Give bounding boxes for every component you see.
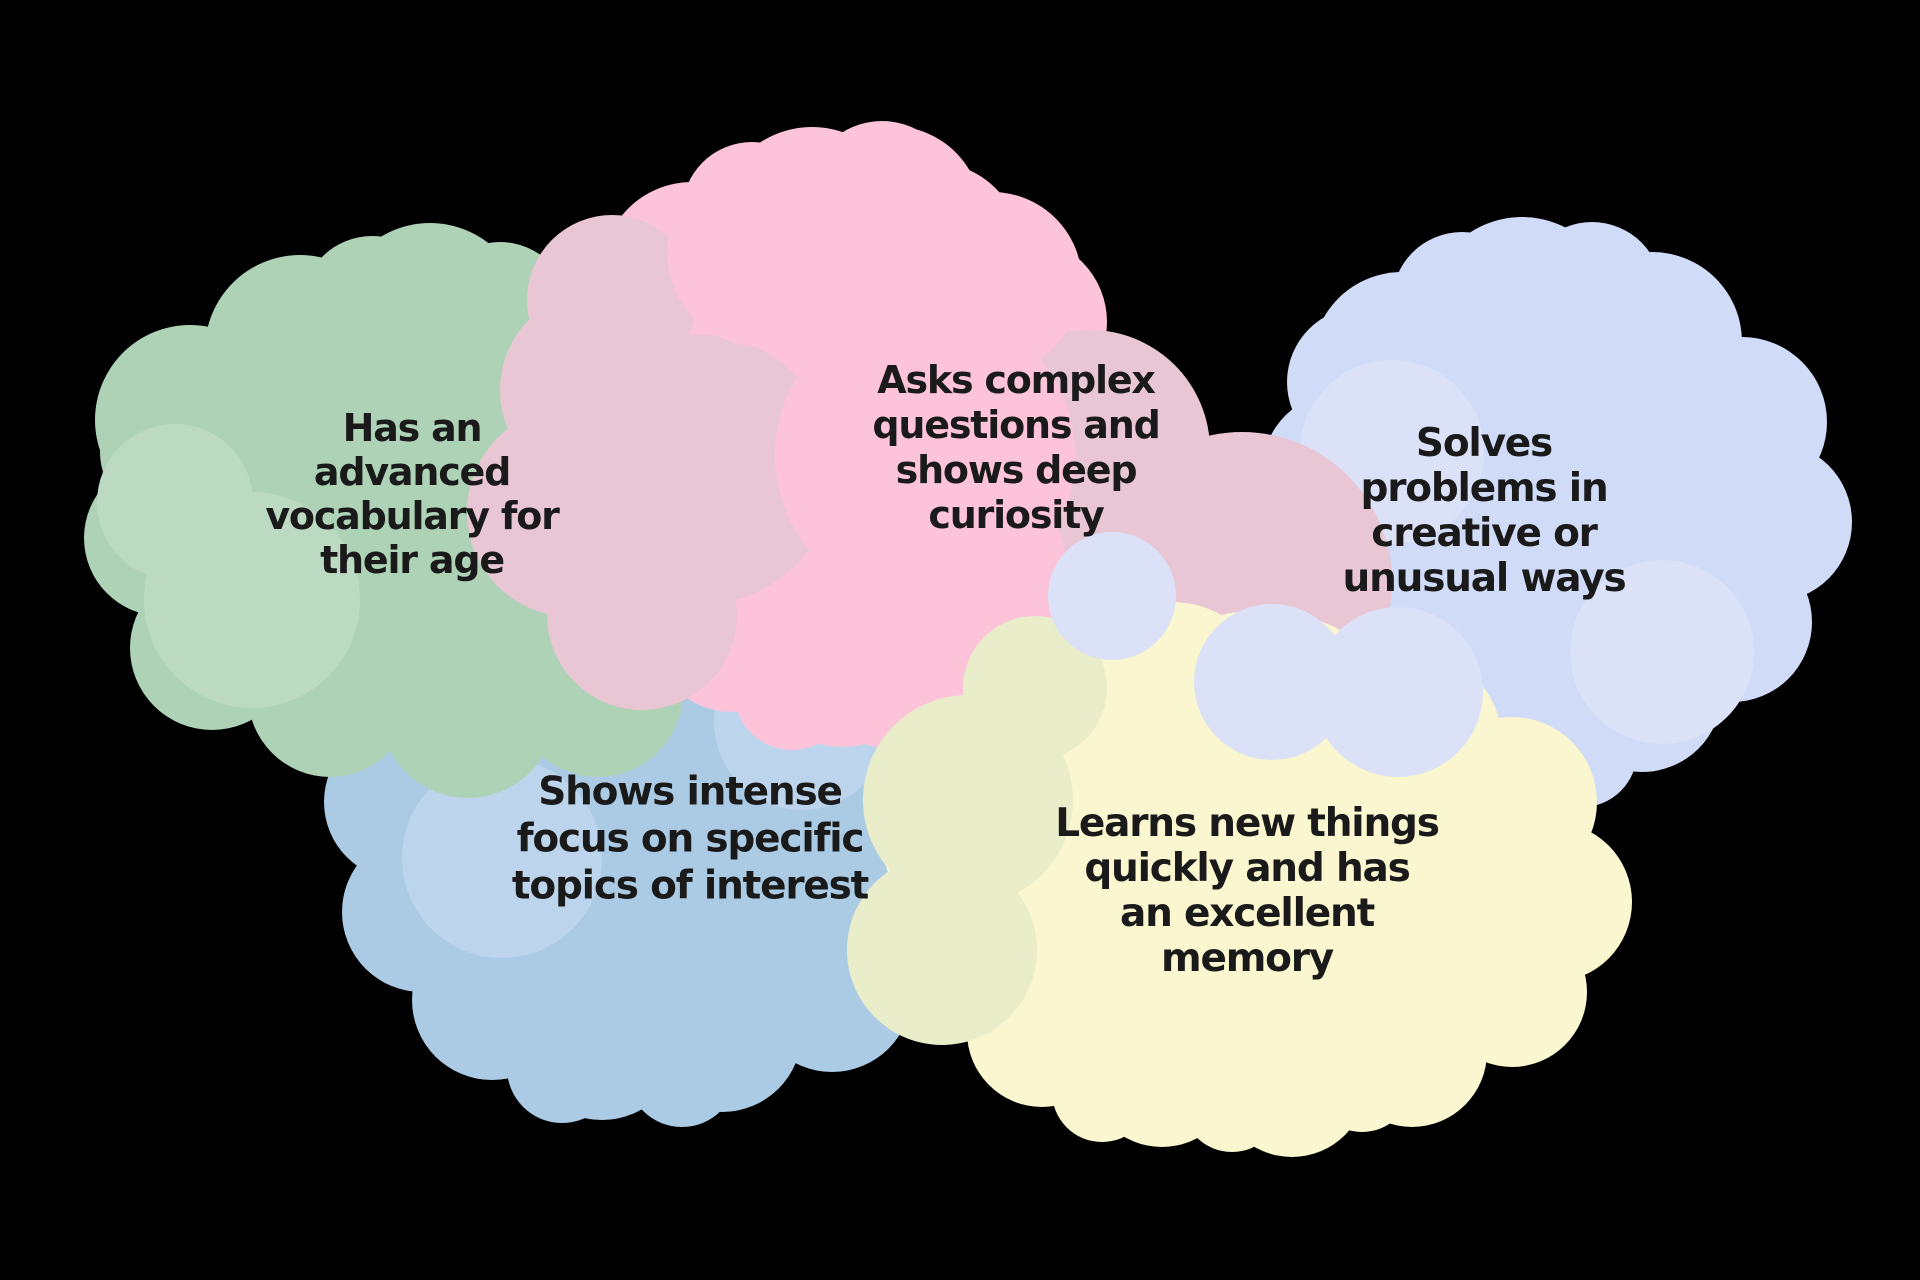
label-line: memory xyxy=(1161,936,1334,981)
label-line: creative or xyxy=(1371,511,1598,556)
pink-blob-label: Asks complex questions and shows deep cu… xyxy=(872,358,1160,538)
periwinkle-blob-lobes-over-yellow-shape xyxy=(1048,532,1483,777)
green-blob-highlight-shape xyxy=(97,424,360,708)
yellow-blob-label: Learns new things quickly and has an exc… xyxy=(1055,801,1440,981)
label-line: advanced xyxy=(313,450,511,494)
label-line: questions and xyxy=(872,403,1160,447)
periwinkle-blob-label: Solves problems in creative or unusual w… xyxy=(1342,421,1627,601)
label-line: their age xyxy=(320,538,505,582)
label-line: Solves xyxy=(1415,421,1553,466)
blue-blob-label: Shows intense focus on specific topics o… xyxy=(511,769,869,910)
label-line: Asks complex xyxy=(877,358,1156,402)
label-line: quickly and has xyxy=(1084,846,1411,891)
label-line: unusual ways xyxy=(1342,556,1627,601)
label-line: focus on specific xyxy=(516,816,865,862)
green-blob-label: Has an advanced vocabulary for their age xyxy=(265,406,559,582)
label-line: Shows intense xyxy=(538,769,843,815)
pink-blob-muted-overlap-shape xyxy=(467,215,1210,710)
label-line: vocabulary for xyxy=(265,494,559,538)
label-line: shows deep xyxy=(895,448,1138,492)
label-line: Learns new things xyxy=(1055,801,1440,846)
label-line: topics of interest xyxy=(511,863,869,909)
label-line: an excellent xyxy=(1119,891,1375,936)
yellow-blob-greenish-overlap-shape xyxy=(847,616,1107,1045)
label-line: curiosity xyxy=(928,493,1104,537)
label-line: Has an xyxy=(342,406,483,450)
label-line: problems in xyxy=(1360,466,1608,511)
